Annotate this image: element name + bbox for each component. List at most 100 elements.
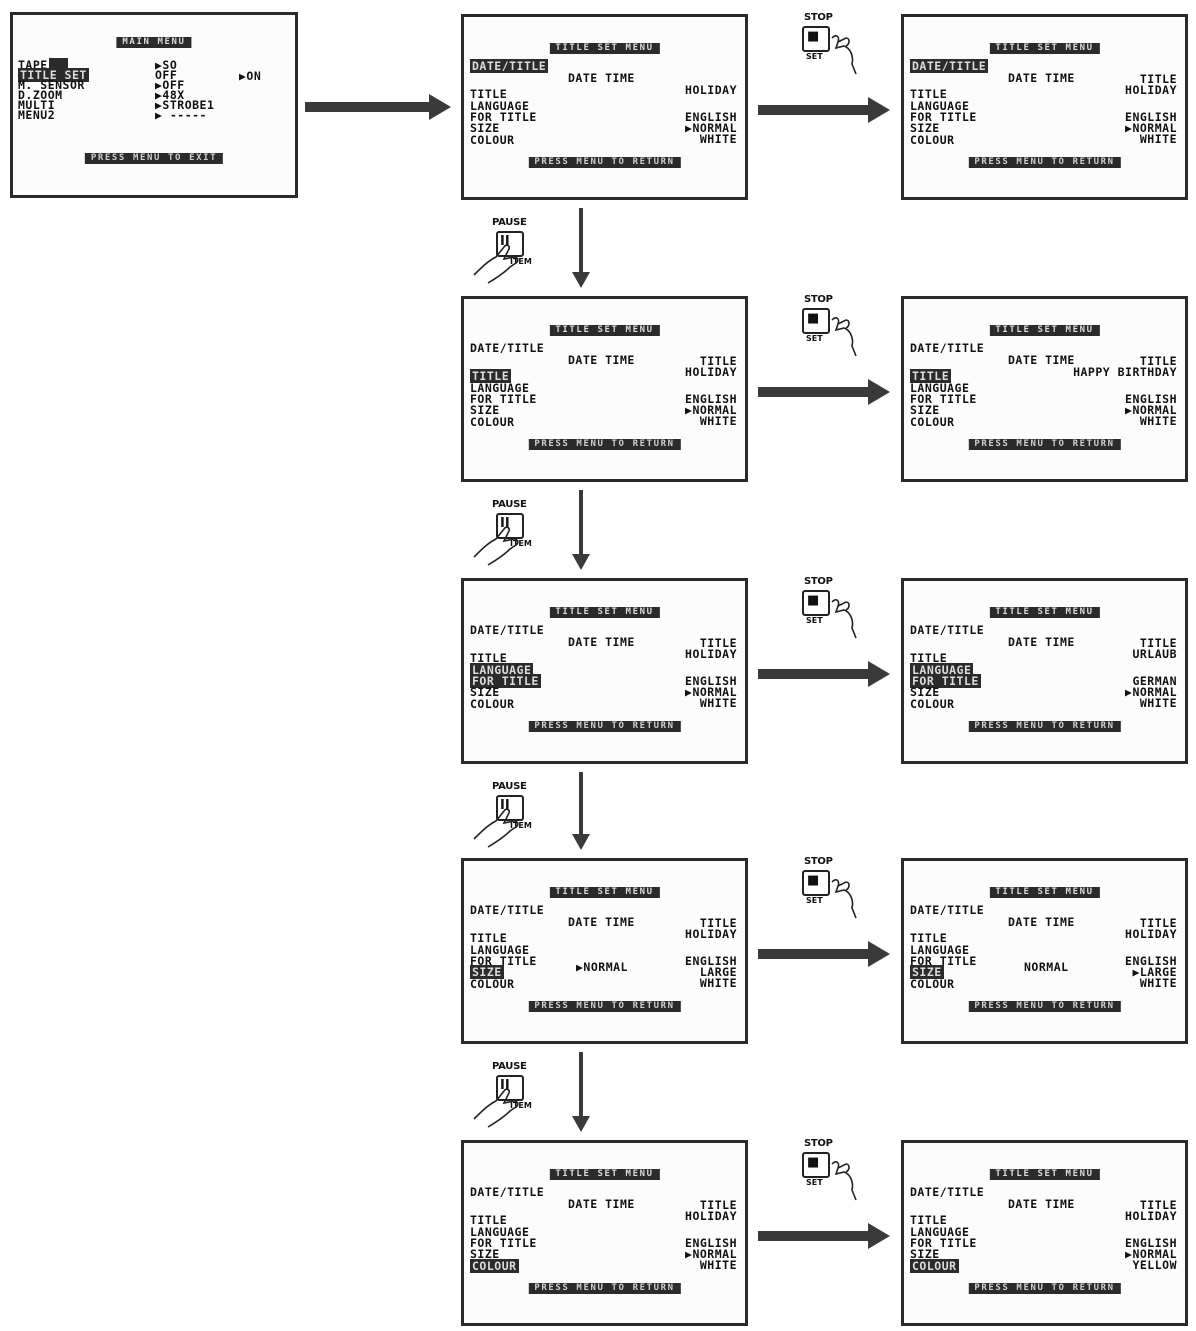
menu-item-language[interactable]: LANGUAGE — [470, 663, 534, 677]
size-value: ▶NORMAL — [685, 121, 737, 135]
main-menu-item[interactable]: MULTI — [18, 98, 56, 112]
menu-item-size[interactable]: SIZE — [910, 965, 944, 979]
press-menu-to-return: PRESS MENU TO RETURN — [968, 157, 1121, 168]
main-menu-item[interactable]: D.ZOOM — [18, 89, 63, 101]
menu-item-colour[interactable]: COLOUR — [470, 134, 515, 146]
menu-item-label: LANGUAGE — [910, 99, 970, 113]
menu-item-date-title[interactable]: DATE/TITLE — [470, 624, 544, 636]
menu-item-title[interactable]: TITLE — [470, 652, 507, 664]
menu-item-colour[interactable]: COLOUR — [910, 134, 955, 146]
menu-item-size[interactable]: SIZE — [910, 686, 940, 698]
menu-item-date-title[interactable]: DATE/TITLE — [910, 342, 984, 354]
down-arrow — [572, 490, 590, 570]
menu-item-colour[interactable]: COLOUR — [910, 698, 955, 710]
menu-item-colour[interactable]: COLOUR — [470, 416, 515, 428]
menu-item-title[interactable]: TITLE — [910, 1214, 947, 1226]
menu-item-size[interactable]: SIZE — [470, 404, 500, 416]
menu-item-size[interactable]: SIZE — [470, 1248, 500, 1260]
date-time-label: DATE TIME — [1008, 915, 1075, 929]
menu-item-for-title[interactable]: FOR TITLE — [470, 111, 537, 123]
menu-item-language[interactable]: LANGUAGE — [910, 663, 974, 677]
menu-item-label: FOR TITLE — [910, 954, 977, 968]
main-menu-item[interactable]: M. SENSOR — [18, 79, 85, 91]
menu-item-date-title[interactable]: DATE/TITLE — [910, 623, 985, 637]
right-arrow — [758, 661, 890, 687]
main-menu-item[interactable]: TITLE SET — [18, 68, 89, 82]
menu-item-label: TITLE — [470, 87, 508, 101]
menu-item-size[interactable]: SIZE — [910, 404, 940, 416]
menu-item-label: SIZE — [470, 965, 504, 979]
colour-value: YELLOW — [1132, 1258, 1177, 1272]
size-value: ▶NORMAL — [685, 403, 737, 417]
menu-item-language[interactable]: LANGUAGE — [470, 100, 529, 112]
menu-item-colour[interactable]: COLOUR — [910, 978, 955, 990]
title-column-label: TITLE — [1139, 72, 1177, 86]
menu-item-for-title[interactable]: FOR TITLE — [470, 1237, 537, 1249]
menu-item-label: DATE/TITLE — [470, 59, 549, 73]
main-menu-item[interactable]: MENU2 — [18, 108, 56, 122]
menu-item-title[interactable]: TITLE — [470, 369, 512, 383]
menu-item-title[interactable]: TITLE — [470, 87, 508, 101]
menu-item-label: FOR TITLE — [910, 110, 977, 124]
menu-item-colour[interactable]: COLOUR — [910, 1259, 959, 1273]
size-option-value: ▶NORMAL — [576, 960, 628, 974]
menu-item-title[interactable]: TITLE — [470, 932, 507, 944]
menu-item-size[interactable]: SIZE — [470, 965, 504, 979]
menu-item-date-title[interactable]: DATE/TITLE — [910, 904, 984, 916]
menu-item-for-title[interactable]: FOR TITLE — [470, 674, 541, 688]
menu-item-title[interactable]: TITLE — [910, 652, 947, 664]
language-value: ENGLISH — [1125, 110, 1177, 124]
right-arrow — [758, 941, 890, 967]
menu-item-for-title[interactable]: FOR TITLE — [470, 393, 537, 405]
menu-item-for-title[interactable]: FOR TITLE — [470, 955, 537, 967]
title-set-menu-header: TITLE SET MENU — [989, 1169, 1100, 1180]
menu-item-language[interactable]: LANGUAGE — [470, 1226, 529, 1238]
menu-item-language[interactable]: LANGUAGE — [470, 382, 529, 394]
menu-item-colour[interactable]: COLOUR — [470, 698, 515, 710]
menu-item-for-title[interactable]: FOR TITLE — [910, 110, 977, 124]
menu-item-colour[interactable]: COLOUR — [470, 1259, 519, 1273]
menu-item-for-title[interactable]: FOR TITLE — [910, 954, 977, 968]
menu-item-title[interactable]: TITLE — [910, 369, 952, 383]
menu-item-language[interactable]: LANGUAGE — [910, 382, 969, 394]
main-menu-item-label: MULTI — [18, 98, 56, 112]
date-time-label: DATE TIME — [568, 1197, 635, 1211]
menu-item-label: DATE/TITLE — [910, 623, 985, 637]
set-label: SET — [806, 1178, 823, 1187]
menu-item-title[interactable]: TITLE — [910, 932, 947, 944]
menu-item-label: SIZE — [470, 121, 500, 135]
language-value: ENGLISH — [1125, 392, 1177, 406]
menu-item-label: LANGUAGE — [910, 943, 970, 957]
menu-item-title[interactable]: TITLE — [470, 1214, 507, 1226]
menu-item-colour[interactable]: COLOUR — [910, 416, 955, 428]
menu-item-date-title[interactable]: DATE/TITLE — [910, 1186, 984, 1198]
menu-item-title[interactable]: TITLE — [910, 88, 947, 100]
menu-item-date-title[interactable]: DATE/TITLE — [470, 342, 544, 354]
menu-item-for-title[interactable]: FOR TITLE — [910, 1237, 977, 1249]
menu-item-size[interactable]: SIZE — [910, 122, 940, 134]
menu-item-date-title[interactable]: DATE/TITLE — [910, 59, 989, 73]
menu-item-date-title[interactable]: DATE/TITLE — [470, 1186, 544, 1198]
menu-item-language[interactable]: LANGUAGE — [910, 1226, 969, 1238]
menu-item-for-title[interactable]: FOR TITLE — [910, 393, 977, 405]
press-menu-to-return: PRESS MENU TO RETURN — [968, 1001, 1121, 1012]
date-time-label: DATE TIME — [568, 915, 635, 929]
menu-item-size[interactable]: SIZE — [470, 121, 500, 135]
menu-item-for-title[interactable]: FOR TITLE — [910, 674, 981, 688]
main-menu-value: ▶ ----- — [155, 108, 207, 122]
item-label: ITEM — [510, 1101, 532, 1110]
menu-item-language[interactable]: LANGUAGE — [470, 944, 529, 956]
main-menu-item-label: MENU2 — [18, 108, 56, 122]
menu-item-size[interactable]: SIZE — [470, 686, 500, 698]
menu-item-date-title[interactable]: DATE/TITLE — [470, 904, 544, 916]
menu-item-colour[interactable]: COLOUR — [470, 978, 515, 990]
press-menu-to-return: PRESS MENU TO RETURN — [528, 157, 681, 168]
menu-item-label: FOR TITLE — [470, 674, 541, 688]
menu-item-date-title[interactable]: DATE/TITLE — [470, 59, 549, 73]
menu-item-language[interactable]: LANGUAGE — [910, 943, 970, 957]
menu-item-size[interactable]: SIZE — [910, 1248, 940, 1260]
menu-item-language[interactable]: LANGUAGE — [910, 99, 970, 113]
date-time-label: DATE TIME — [1008, 353, 1075, 367]
